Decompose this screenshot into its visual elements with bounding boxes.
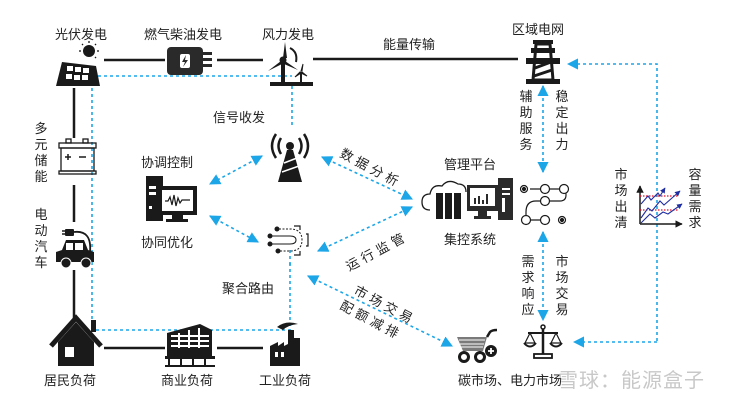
label-centralized-control: 集控系统 bbox=[444, 233, 497, 248]
label-regional-grid: 区域电网 bbox=[512, 23, 565, 38]
monitor-computer-icon bbox=[146, 176, 197, 222]
arrow-routing-platform bbox=[316, 206, 414, 252]
arrow-tower-platform bbox=[320, 156, 414, 200]
label-capacity-demand: 容量需求 bbox=[688, 168, 702, 231]
label-pv: 光伏发电 bbox=[55, 28, 108, 43]
transmission-tower-icon bbox=[526, 40, 560, 84]
watermark: 雪球：能源盒子 bbox=[558, 368, 705, 392]
label-signal: 信号收发 bbox=[213, 111, 266, 126]
label-industrial-load: 工业负荷 bbox=[259, 374, 312, 389]
label-carbon-power-market: 碳市场、电力市场 bbox=[458, 374, 563, 389]
label-market-trading: 市场交易 bbox=[555, 255, 569, 318]
signal-loop-right bbox=[566, 58, 658, 341]
office-building-icon bbox=[165, 324, 215, 367]
label-gas-diesel: 燃气柴油发电 bbox=[144, 28, 223, 43]
label-market-clearing: 市场出清 bbox=[614, 168, 628, 231]
cloud-server-icon bbox=[421, 178, 513, 220]
label-demand-response: 需求响应 bbox=[521, 255, 535, 318]
factory-icon bbox=[270, 322, 300, 366]
arrow-routing-carbon bbox=[306, 275, 454, 347]
cart-icon bbox=[457, 328, 498, 363]
solar-panel-icon bbox=[56, 41, 100, 86]
label-residential-load: 居民负荷 bbox=[44, 374, 97, 389]
label-coord-control: 协调控制 bbox=[141, 156, 194, 171]
label-ancillary-services: 辅助服务 bbox=[519, 90, 533, 153]
label-storage: 多元储能 bbox=[34, 122, 48, 185]
trend-chart-icon bbox=[636, 185, 683, 228]
radio-tower-icon bbox=[270, 133, 310, 182]
generator-icon bbox=[167, 47, 212, 75]
label-wind: 风力发电 bbox=[262, 28, 315, 43]
flow-nodes-icon bbox=[519, 183, 570, 226]
circuit-gear-icon bbox=[267, 225, 309, 256]
label-coord-optimize: 协同优化 bbox=[141, 236, 194, 251]
balance-scale-icon bbox=[523, 324, 563, 359]
power-network bbox=[72, 57, 518, 350]
signal-loop-left bbox=[91, 76, 291, 331]
wind-turbine-icon bbox=[268, 42, 313, 86]
battery-icon bbox=[58, 138, 97, 175]
label-aggregation-routing: 聚合路由 bbox=[222, 282, 275, 297]
label-management-platform: 管理平台 bbox=[444, 158, 497, 173]
signal-network bbox=[91, 58, 658, 348]
label-ev: 电动汽车 bbox=[34, 208, 48, 271]
label-energy-transmission: 能量传输 bbox=[383, 38, 436, 53]
arrow-control-routing bbox=[209, 215, 259, 243]
house-icon bbox=[49, 314, 103, 366]
electric-car-icon bbox=[56, 229, 94, 269]
label-stable-output: 稳定出力 bbox=[555, 90, 569, 153]
label-commercial-load: 商业负荷 bbox=[161, 374, 214, 389]
arrow-tower-control bbox=[209, 155, 263, 185]
